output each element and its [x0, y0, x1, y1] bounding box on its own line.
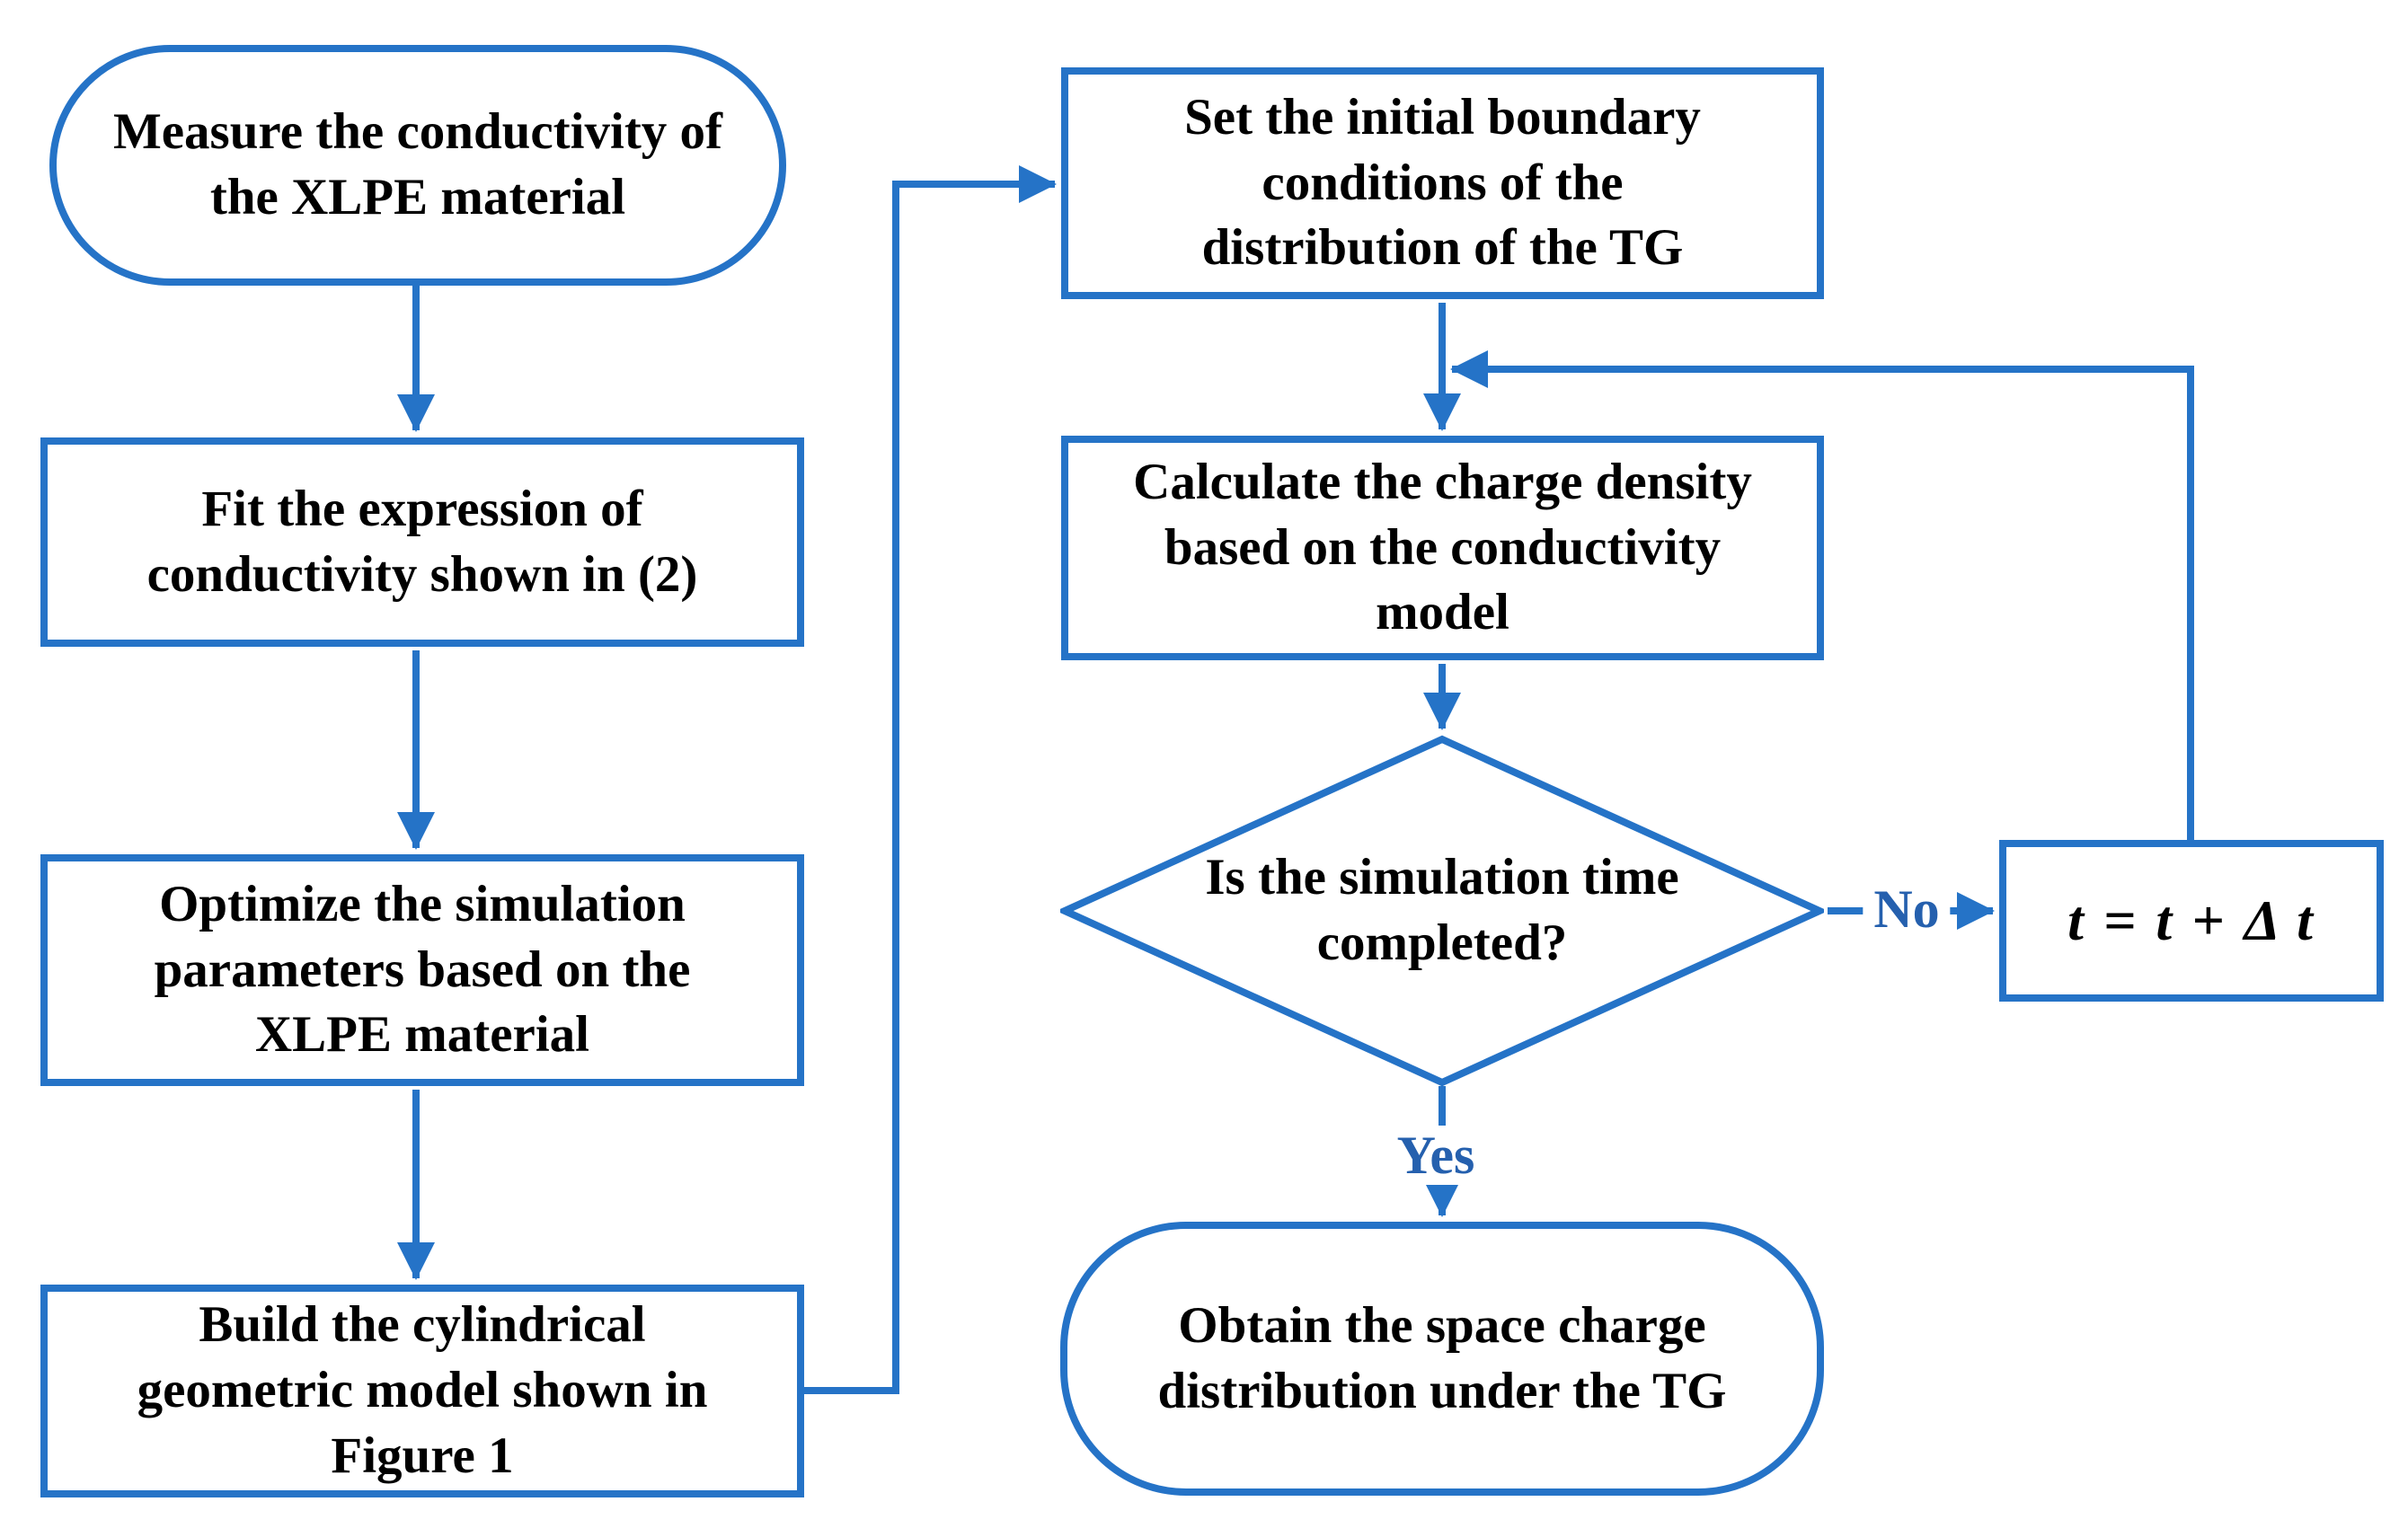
edge-label-no: No — [1863, 879, 1951, 939]
node-build-model: Build the cylindrical geometric model sh… — [40, 1285, 804, 1497]
node-decision-simulation-time: Is the simulation time completed? — [1060, 735, 1824, 1087]
edge-increment-feedback — [1450, 350, 2194, 840]
edge-build-to-set-boundary — [804, 165, 1057, 1394]
node-calculate-label: Calculate the charge density based on th… — [1133, 453, 1752, 641]
node-fit-label: Fit the expression of conductivity shown… — [146, 480, 698, 603]
decision-diamond-outline — [1060, 735, 1824, 1087]
decision-text-area: Is the simulation time completed? — [1060, 735, 1824, 1087]
node-fit-expression: Fit the expression of conductivity shown… — [40, 437, 804, 647]
node-obtain-label: Obtain the space charge distribution und… — [1157, 1296, 1727, 1419]
node-measure-label: Measure the conductivity of the XLPE mat… — [112, 103, 723, 225]
node-set-boundary-conditions: Set the initial boundary conditions of t… — [1061, 67, 1824, 299]
decision-diamond-shape — [1060, 735, 1824, 1087]
node-measure-conductivity: Measure the conductivity of the XLPE mat… — [49, 45, 786, 286]
edge-label-yes: Yes — [1385, 1126, 1486, 1185]
node-optimize-label: Optimize the simulation parameters based… — [154, 875, 691, 1064]
node-optimize-parameters: Optimize the simulation parameters based… — [40, 854, 804, 1086]
node-calculate-charge-density: Calculate the charge density based on th… — [1061, 436, 1824, 660]
node-set-boundary-label: Set the initial boundary conditions of t… — [1184, 88, 1701, 277]
node-obtain-distribution: Obtain the space charge distribution und… — [1060, 1222, 1824, 1496]
node-increment-time: t = t + Δ t — [1999, 840, 2384, 1002]
node-decision-label: Is the simulation time completed? — [1205, 849, 1679, 971]
node-increment-label: t = t + Δ t — [2067, 888, 2315, 953]
node-build-label: Build the cylindrical geometric model sh… — [137, 1296, 708, 1484]
